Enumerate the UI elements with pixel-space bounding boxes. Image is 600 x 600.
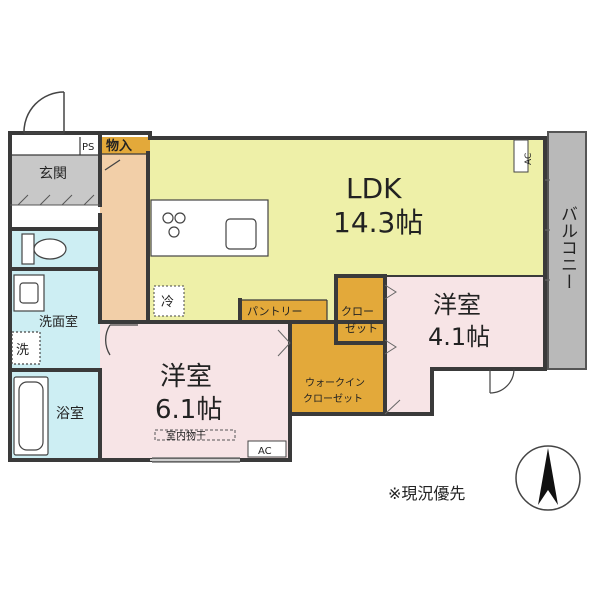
north-arrow-icon bbox=[515, 445, 581, 511]
refrigerator-space bbox=[153, 285, 185, 317]
indoor-drying-label: 室内物干 bbox=[166, 429, 206, 442]
entrance-label: 玄関 bbox=[39, 165, 67, 182]
ldk-size: 14.3帖 bbox=[333, 206, 423, 239]
room-a-size: 4.1帖 bbox=[428, 323, 490, 351]
front-door-swing bbox=[23, 91, 65, 134]
ps-area bbox=[80, 137, 100, 155]
western-room-a-area bbox=[385, 276, 545, 369]
balcony-area bbox=[548, 132, 586, 369]
washroom-label: 洗面室 bbox=[39, 314, 78, 330]
room-b-size: 6.1帖 bbox=[155, 395, 222, 425]
closet-label-2: ゼット bbox=[345, 322, 378, 335]
entrance-area bbox=[10, 155, 100, 205]
balcony-outline bbox=[547, 131, 587, 370]
bathtub-icon bbox=[13, 376, 49, 456]
western-room-b-area bbox=[100, 322, 290, 461]
toilet-icon bbox=[21, 233, 67, 265]
washer-icon bbox=[11, 331, 41, 365]
wash-basin-icon bbox=[13, 274, 45, 312]
balcony-label: バルコニー bbox=[557, 205, 577, 290]
room-a-name: 洋室 bbox=[433, 291, 481, 319]
room-b-name: 洋室 bbox=[160, 362, 212, 392]
storage-area bbox=[100, 137, 150, 154]
closet-label-1: クロー bbox=[341, 305, 374, 318]
indoor-drying-box bbox=[154, 429, 236, 441]
washer-label: 洗 bbox=[16, 343, 29, 358]
storage-label: 物入 bbox=[106, 138, 132, 154]
corridor-area bbox=[100, 153, 148, 323]
ac-ldk-label: AC bbox=[524, 153, 534, 165]
note-label: ※現況優先 bbox=[388, 484, 465, 503]
refrigerator-label: 冷 bbox=[161, 295, 174, 310]
bathroom-label: 浴室 bbox=[56, 405, 84, 422]
walk-in-closet-label-1: ウォークイン bbox=[305, 377, 365, 389]
ldk-name: LDK bbox=[346, 172, 402, 205]
pantry-label: パントリー bbox=[247, 305, 303, 318]
kitchen-counter bbox=[150, 199, 269, 257]
walk-in-closet-label-2: クローゼット bbox=[303, 393, 363, 405]
ps-label: PS bbox=[82, 142, 94, 153]
pantry-area bbox=[240, 300, 327, 322]
ac-room-b-label: AC bbox=[258, 446, 272, 457]
